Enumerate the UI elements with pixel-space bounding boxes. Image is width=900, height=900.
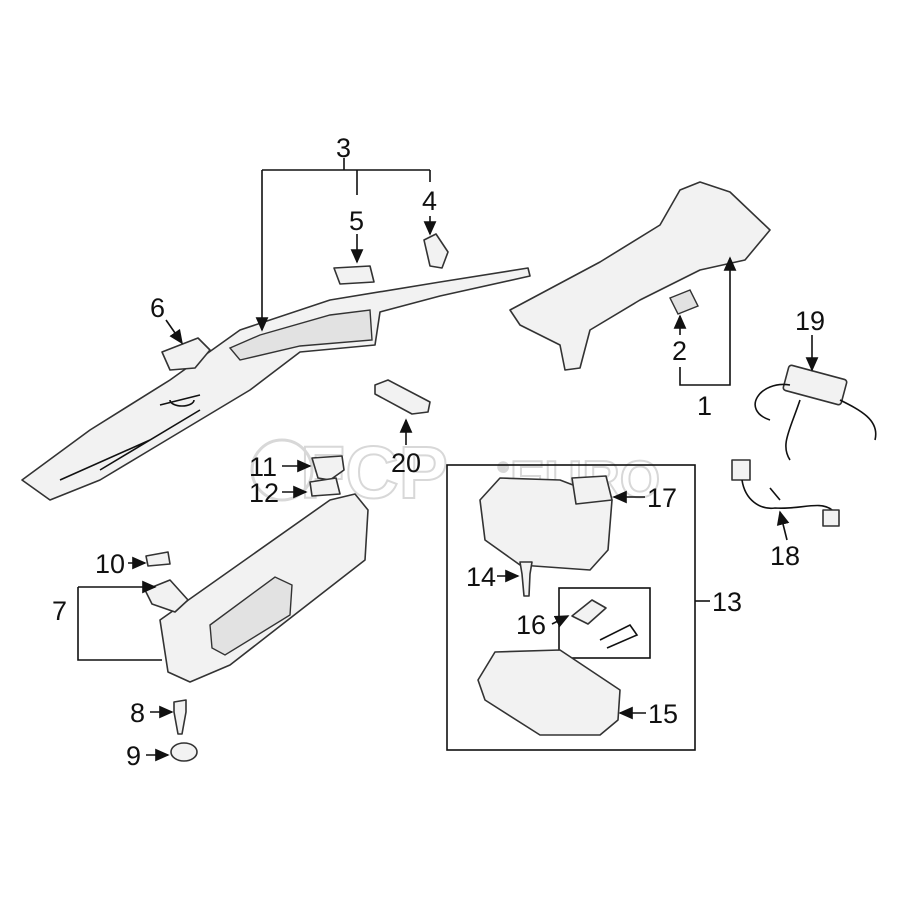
- callout-18: 18: [770, 541, 800, 571]
- part-18-harness[interactable]: [731, 459, 840, 527]
- callout-13: 13: [712, 587, 742, 617]
- part-11-hook[interactable]: [311, 455, 345, 481]
- callout-20: 20: [391, 448, 421, 478]
- part-2-clip[interactable]: [669, 289, 699, 315]
- part-17-switch[interactable]: [571, 475, 613, 505]
- callout-8: 8: [130, 698, 145, 728]
- callout-1: 1: [697, 391, 712, 421]
- part-16-bracket: [599, 623, 639, 649]
- assembly-box-16: [558, 587, 651, 659]
- watermark-logo: FCP ® EURO: [250, 430, 661, 515]
- part-6-clip[interactable]: [161, 337, 211, 371]
- part-14-screw[interactable]: [519, 561, 533, 597]
- callout-14: 14: [466, 562, 496, 592]
- watermark-mark: ®: [498, 459, 509, 475]
- part-15-cover[interactable]: [477, 649, 621, 736]
- part-5-clip[interactable]: [333, 265, 375, 285]
- part-8-screw[interactable]: [173, 699, 187, 735]
- callout-3: 3: [336, 133, 351, 163]
- callout-10: 10: [95, 549, 125, 579]
- callout-19: 19: [795, 306, 825, 336]
- callout-11: 11: [249, 452, 277, 482]
- part-1-pillar-trim[interactable]: [509, 181, 771, 371]
- callout-16: 16: [516, 610, 546, 640]
- callout-7: 7: [52, 596, 67, 626]
- callout-2: 2: [672, 336, 687, 366]
- callout-6: 6: [150, 293, 165, 323]
- part-16-lens[interactable]: [571, 599, 607, 625]
- part-9-cap[interactable]: [170, 742, 198, 762]
- part-7-sun-visor[interactable]: [144, 493, 369, 683]
- part-rear-trim-panel[interactable]: [21, 267, 531, 501]
- callout-17: 17: [647, 483, 677, 513]
- callout-5: 5: [349, 206, 364, 236]
- part-10-clip[interactable]: [145, 551, 171, 567]
- callout-9: 9: [126, 741, 141, 771]
- part-12-clip[interactable]: [309, 477, 341, 497]
- part-4-clip[interactable]: [423, 233, 449, 269]
- assembly-box-13: [446, 464, 696, 751]
- callout-15: 15: [648, 699, 678, 729]
- part-19-module-harness[interactable]: [754, 364, 877, 461]
- callout-4: 4: [422, 186, 437, 216]
- leader-lines: [77, 158, 819, 762]
- part-20-sensor[interactable]: [374, 379, 431, 415]
- callout-12: 12: [249, 478, 279, 508]
